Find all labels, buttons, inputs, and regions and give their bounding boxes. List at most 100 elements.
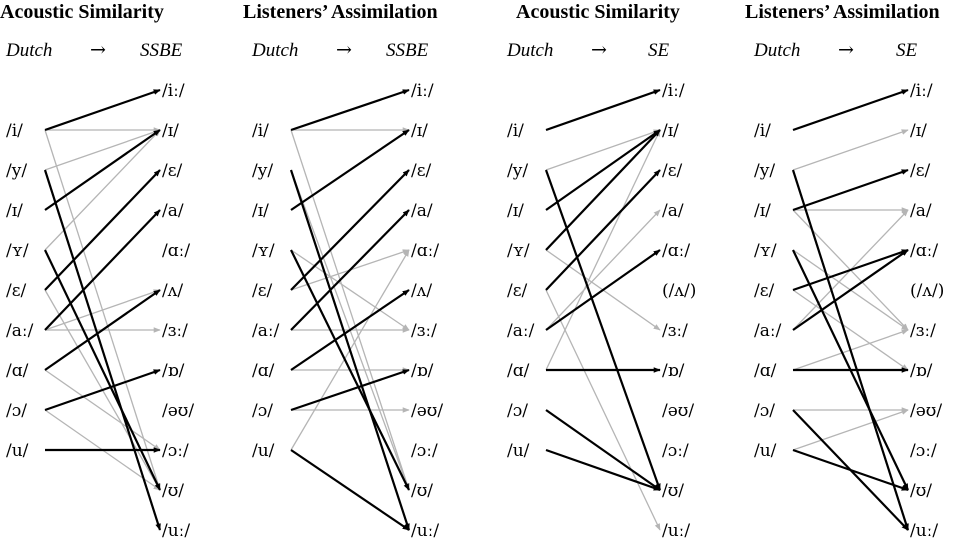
strong-link-epsilon-to-epsilon <box>44 169 161 291</box>
target-vowel-alpha-long: /ɑː/ <box>411 241 439 261</box>
target-vowel-open-o-long: /ɔː/ <box>662 441 689 461</box>
target-vowel-upsilon: /ʊ/ <box>411 481 433 501</box>
target-vowel-rev-epsilon-long: /ɜː/ <box>662 321 688 341</box>
source-vowel-y: /y/ <box>507 161 528 181</box>
source-vowel-column: /i//y//ɪ//ʏ//ɛ//aː//ɑ//ɔ//u/ <box>507 121 535 461</box>
target-vowel-u-long: /uː/ <box>411 521 439 540</box>
source-vowel-i: /i/ <box>507 121 524 141</box>
weak-link-epsilon-to-u-long <box>545 289 661 531</box>
panel-title: Listeners’ Assimilation <box>243 1 438 23</box>
source-vowel-a-long: /aː/ <box>754 321 782 341</box>
target-vowel-epsilon: /ɛ/ <box>162 161 183 181</box>
source-vowel-epsilon: /ɛ/ <box>754 281 775 301</box>
target-vowel-column: /iː//ɪ//ɛ//a//ɑː//ʌ//ɜː//ɒ//əʊ//ɔː//ʊ//u… <box>162 81 194 540</box>
target-vowel-u-long: /uː/ <box>910 521 938 540</box>
source-vowel-y: /y/ <box>252 161 273 181</box>
weak-link-epsilon-to-turned-alpha <box>792 289 909 371</box>
target-vowel-schwa-upsilon: /əʊ/ <box>411 401 443 421</box>
link-layer <box>43 88 162 531</box>
strong-link-small-y-to-small-i <box>545 129 661 251</box>
source-vowel-y: /y/ <box>754 161 775 181</box>
weak-link-alpha-to-small-i <box>545 129 661 371</box>
source-vowel-alpha: /ɑ/ <box>507 361 530 381</box>
source-vowel-alpha: /ɑ/ <box>252 361 275 381</box>
panel-4: Listeners’ Assimilation Dutch → SE /i//y… <box>745 1 944 540</box>
weak-link-alpha-to-open-o-long <box>44 369 161 451</box>
source-vowel-small-i: /ɪ/ <box>6 201 23 221</box>
strong-link-small-y-to-upsilon <box>290 249 410 491</box>
target-vowel-epsilon: /ɛ/ <box>411 161 432 181</box>
strong-link-open-o-to-turned-alpha <box>290 368 410 412</box>
strong-link-u-to-upsilon <box>792 448 909 492</box>
source-language-label: Dutch <box>251 40 298 61</box>
source-vowel-i: /i/ <box>6 121 23 141</box>
target-vowel-open-o-long: /ɔː/ <box>910 441 937 461</box>
panel-title: Acoustic Similarity <box>0 1 164 23</box>
source-vowel-epsilon: /ɛ/ <box>252 281 273 301</box>
strong-link-open-o-to-turned-alpha <box>44 368 161 412</box>
target-vowel-turned-alpha: /ɒ/ <box>162 361 185 381</box>
link-layer <box>791 88 910 531</box>
target-language-label: SSBE <box>386 40 429 61</box>
target-vowel-wedge: /ʌ/ <box>411 281 432 301</box>
weak-link-small-y-to-rev-epsilon-long <box>290 249 410 331</box>
target-vowel-turned-alpha: /ɒ/ <box>662 361 685 381</box>
target-vowel-rev-epsilon-long: /ɜː/ <box>162 321 188 341</box>
target-vowel-alpha-long: /ɑː/ <box>662 241 690 261</box>
target-vowel-epsilon: /ɛ/ <box>910 161 931 181</box>
link-layer <box>544 88 662 531</box>
target-vowel-a: /a/ <box>162 201 184 221</box>
weak-link-a-long-to-a <box>545 209 661 331</box>
weak-link-y-to-small-i <box>792 129 909 171</box>
target-language-label: SSBE <box>140 40 183 61</box>
panel-title: Acoustic Similarity <box>516 1 680 23</box>
source-vowel-a-long: /aː/ <box>6 321 34 341</box>
strong-link-epsilon-to-epsilon <box>545 169 661 291</box>
panel-1: Acoustic Similarity Dutch → SSBE /i//y//… <box>0 1 194 540</box>
source-vowel-small-i: /ɪ/ <box>507 201 524 221</box>
weak-link-u-to-schwa-upsilon <box>792 409 909 451</box>
weak-link-i-to-upsilon <box>290 129 410 491</box>
panel-title: Listeners’ Assimilation <box>745 1 940 23</box>
source-vowel-u: /u/ <box>754 441 777 461</box>
weak-link-y-to-small-i <box>545 129 661 171</box>
weak-link-y-to-small-i <box>44 129 161 171</box>
source-vowel-column: /i//y//ɪ//ʏ//ɛ//aː//ɑ//ɔ//u/ <box>252 121 280 461</box>
target-vowel-small-i: /ɪ/ <box>411 121 428 141</box>
target-vowel-schwa-upsilon: /əʊ/ <box>662 401 694 421</box>
strong-link-i-to-i-long <box>44 88 161 132</box>
target-vowel-i-long: /iː/ <box>662 81 685 101</box>
target-vowel-wedge: (/ʌ/) <box>910 281 944 301</box>
source-vowel-open-o: /ɔ/ <box>507 401 528 421</box>
target-vowel-alpha-long: /ɑː/ <box>910 241 938 261</box>
target-vowel-u-long: /uː/ <box>662 521 690 540</box>
target-vowel-upsilon: /ʊ/ <box>162 481 184 501</box>
target-vowel-turned-alpha: /ɒ/ <box>910 361 933 381</box>
source-vowel-column: /i//y//ɪ//ʏ//ɛ//aː//ɑ//ɔ//u/ <box>6 121 34 461</box>
source-vowel-small-y: /ʏ/ <box>252 241 275 261</box>
strong-link-u-to-u-long <box>290 449 410 531</box>
strong-link-y-to-u-long <box>289 169 411 531</box>
target-vowel-wedge: /ʌ/ <box>162 281 183 301</box>
source-vowel-small-i: /ɪ/ <box>252 201 269 221</box>
source-vowel-small-y: /ʏ/ <box>507 241 530 261</box>
link-layer <box>289 88 411 531</box>
strong-link-small-i-to-small-i <box>290 129 410 211</box>
source-vowel-open-o: /ɔ/ <box>6 401 27 421</box>
target-vowel-small-i: /ɪ/ <box>162 121 179 141</box>
weak-link-small-y-to-small-i <box>44 129 161 251</box>
target-language-label: SE <box>896 40 918 61</box>
target-vowel-upsilon: /ʊ/ <box>910 481 932 501</box>
strong-link-epsilon-to-alpha-long <box>792 248 909 292</box>
target-vowel-a: /a/ <box>411 201 433 221</box>
strong-link-a-long-to-a <box>290 209 410 331</box>
source-vowel-a-long: /aː/ <box>507 321 535 341</box>
target-vowel-rev-epsilon-long: /ɜː/ <box>411 321 437 341</box>
target-vowel-small-i: /ɪ/ <box>662 121 679 141</box>
target-vowel-column: /iː//ɪ//ɛ//a//ɑː//ʌ//ɜː//ɒ//əʊ//ɔː//ʊ//u… <box>411 81 443 540</box>
arrow-symbol: → <box>838 39 854 61</box>
source-language-label: Dutch <box>506 40 553 61</box>
strong-link-alpha-to-wedge <box>290 289 410 371</box>
target-vowel-i-long: /iː/ <box>162 81 185 101</box>
